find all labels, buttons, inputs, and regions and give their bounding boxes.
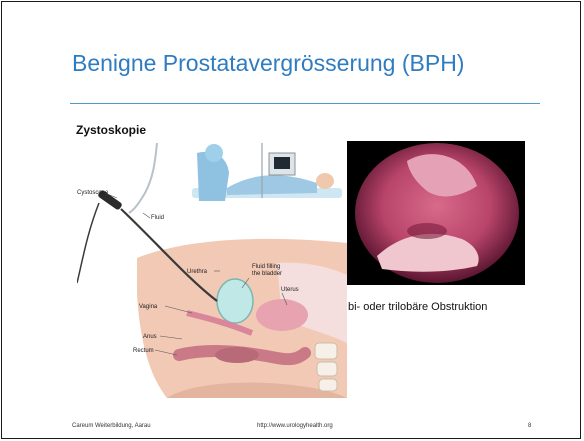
monitor-screen <box>274 157 290 169</box>
vertebra <box>315 343 337 359</box>
label-vagina: Vagina <box>139 304 158 310</box>
vertebra <box>317 362 337 376</box>
page-number: 8 <box>528 423 531 429</box>
label-fluid-filling-1: Fluid filling <box>252 264 280 270</box>
label-urethra: Urethra <box>187 269 208 275</box>
rectum-segment <box>215 347 259 363</box>
cystoscopy-illustration: Cystoscope Fluid Urethra Fluid filling t… <box>77 143 347 398</box>
draped-patient <box>227 175 317 195</box>
label-fluid-filling-2: the bladder <box>252 271 282 277</box>
uterus <box>256 299 308 331</box>
label-cystoscope: Cystoscope <box>77 190 109 196</box>
label-uterus: Uterus <box>281 287 299 293</box>
cystoscopy-photo <box>347 141 525 285</box>
leader-line <box>143 213 150 218</box>
surgeon-head <box>205 144 223 162</box>
label-fluid: Fluid <box>151 215 164 221</box>
fluid-tube <box>129 143 157 213</box>
title-divider <box>70 103 540 104</box>
lumen <box>407 223 447 239</box>
cystoscope-cable <box>77 203 99 283</box>
label-anus: Anus <box>143 334 157 340</box>
label-rectum: Rectum <box>133 348 154 354</box>
section-heading: Zystoskopie <box>76 123 146 137</box>
footer-organization: Careum Weiterbildung, Aarau <box>72 423 151 429</box>
slide-title: Benigne Prostatavergrösserung (BPH) <box>72 50 464 77</box>
footer-source-url[interactable]: http://www.urologyhealth.org <box>257 423 333 429</box>
photo-caption: bi- oder trilobäre Obstruktion <box>348 301 487 313</box>
bladder <box>217 279 253 323</box>
vertebra <box>319 379 337 391</box>
patient-head <box>316 173 334 189</box>
